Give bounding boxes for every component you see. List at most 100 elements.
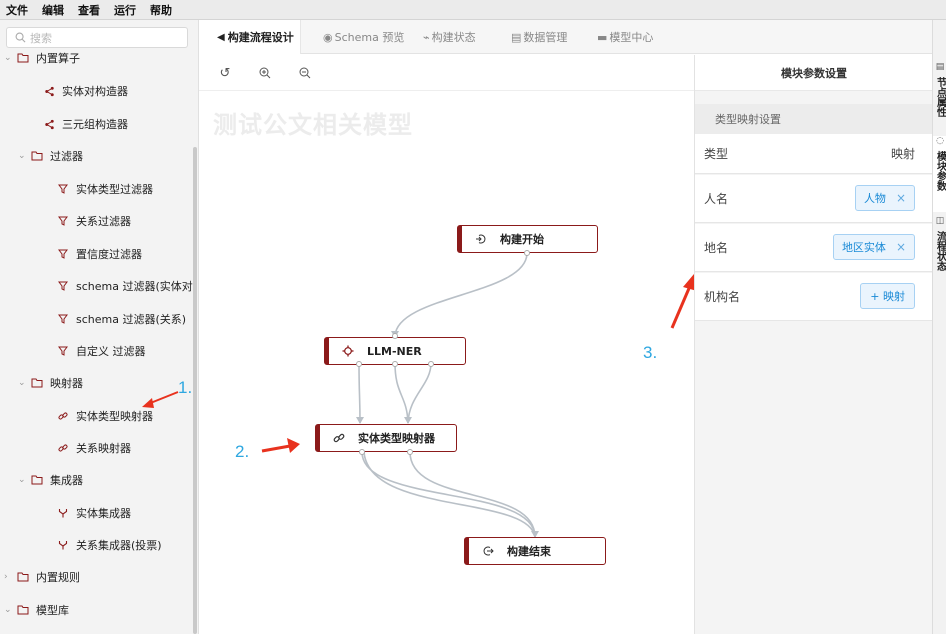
tree-folder-filters[interactable]: ⌄ 过滤器: [18, 146, 83, 166]
tree-item-relation-mapper[interactable]: 关系映射器: [56, 438, 131, 458]
tree-item-custom-filter[interactable]: 自定义 过滤器: [56, 341, 146, 361]
eye-icon: ◉: [323, 30, 333, 44]
tree-item-relation-integrator-vote[interactable]: 关系集成器(投票): [56, 535, 162, 555]
filter-icon: [56, 280, 70, 292]
annotation-3: 3.: [643, 343, 658, 362]
tree-label: 三元组构造器: [62, 118, 128, 131]
gear-icon: [341, 344, 355, 358]
tree-label: 关系映射器: [76, 442, 131, 455]
tag-label: 人物: [863, 192, 886, 205]
tree-folder-mappers[interactable]: ⌄ 映射器: [18, 373, 83, 393]
filter-icon: [56, 313, 70, 325]
folder-open-icon: [16, 604, 30, 616]
port-out[interactable]: [359, 449, 365, 455]
flow-canvas[interactable]: ↺ 测试公文相关模型 构建开始 LL: [199, 55, 694, 634]
sidebar-scrollbar[interactable]: [193, 147, 197, 634]
chevron-down-icon: ⌄: [18, 378, 26, 388]
button-label: + 映射: [870, 290, 905, 303]
tree-item-relation-filter[interactable]: 关系过滤器: [56, 211, 131, 231]
tab-build-flow-design[interactable]: ◀ 构建流程设计: [199, 20, 301, 54]
tab-label: 模型中心: [609, 31, 654, 44]
search-input[interactable]: 搜索: [6, 27, 188, 48]
filter-icon: [56, 345, 70, 357]
tree-item-entity-type-filter[interactable]: 实体类型过滤器: [56, 179, 153, 199]
menu-help[interactable]: 帮助: [150, 3, 172, 17]
tree-label: 实体对构造器: [62, 85, 128, 98]
row-value: 映射: [890, 147, 915, 161]
node-label: 实体类型映射器: [358, 432, 435, 445]
zoom-in-icon[interactable]: [257, 65, 273, 81]
row-place-name: 地名 地区实体 ×: [695, 224, 933, 272]
close-icon[interactable]: ×: [895, 240, 906, 254]
tree-item-entity-pair-builder[interactable]: 实体对构造器: [42, 81, 128, 101]
menu-view[interactable]: 查看: [78, 3, 100, 17]
menu-file[interactable]: 文件: [6, 3, 28, 17]
folder-icon: [16, 571, 30, 583]
vtab-node-props[interactable]: ▤ 节点属性: [933, 62, 946, 132]
zoom-out-icon[interactable]: [297, 65, 313, 81]
close-icon[interactable]: ×: [895, 191, 906, 205]
tab-schema-preview[interactable]: ◉ Schema 预览: [323, 20, 404, 54]
edge-arrowhead: [356, 417, 364, 424]
chat-icon: ◌: [936, 136, 944, 146]
search-placeholder: 搜索: [30, 31, 52, 45]
section-type-mapping: 类型映射设置: [695, 104, 933, 134]
start-icon: [474, 232, 488, 246]
tree-item-triple-builder[interactable]: 三元组构造器: [42, 114, 128, 134]
canvas-toolbar: ↺: [199, 55, 694, 91]
tree-label: 模型库: [36, 604, 69, 617]
tree-item-confidence-filter[interactable]: 置信度过滤器: [56, 244, 142, 264]
tree-item-schema-filter-relation[interactable]: schema 过滤器(关系): [56, 309, 186, 329]
undo-icon[interactable]: ↺: [219, 65, 231, 81]
monitor-icon: ▬: [597, 30, 608, 44]
tree-label: 映射器: [50, 377, 83, 390]
port-in[interactable]: [392, 333, 398, 339]
node-label: 构建开始: [500, 233, 544, 246]
row-person-name: 人名 人物 ×: [695, 175, 933, 223]
tree-item-entity-type-mapper[interactable]: 实体类型映射器: [56, 406, 153, 426]
merge-icon: [56, 539, 70, 551]
tree-folder-integrators[interactable]: ⌄ 集成器: [18, 470, 83, 490]
row-label: 机构名: [704, 290, 741, 304]
port-out[interactable]: [407, 449, 413, 455]
tree-folder-model-library[interactable]: ⌄ 模型库: [4, 600, 69, 620]
menu-run[interactable]: 运行: [114, 3, 136, 17]
tab-data-management[interactable]: ▤ 数据管理: [511, 20, 567, 54]
port-out[interactable]: [356, 361, 362, 367]
tree-label: schema 过滤器(关系): [76, 313, 187, 326]
tree-folder-builtin-rules[interactable]: › 内置规则: [4, 567, 80, 587]
chevron-down-icon: ⌄: [18, 475, 26, 485]
port-out[interactable]: [524, 250, 530, 256]
wave-icon: ⌁: [423, 30, 430, 44]
node-entity-type-mapper[interactable]: 实体类型映射器: [315, 424, 457, 452]
add-mapping-button[interactable]: + 映射: [860, 283, 915, 309]
tree-label: 关系过滤器: [76, 215, 131, 228]
vtab-module-params[interactable]: ◌ 模块参数: [933, 136, 946, 212]
tree-item-entity-integrator[interactable]: 实体集成器: [56, 503, 131, 523]
tree-item-schema-filter-pair[interactable]: schema 过滤器(实体对): [56, 276, 197, 296]
row-type-header: 类型 映射: [695, 134, 933, 174]
merge-icon: [56, 507, 70, 519]
doc-icon: ▤: [511, 30, 522, 44]
tree-label: 内置算子: [36, 52, 80, 65]
menu-edit[interactable]: 编辑: [42, 3, 64, 17]
tab-build-status[interactable]: ⌁ 构建状态: [423, 20, 476, 54]
node-build-end[interactable]: 构建结束: [464, 537, 606, 565]
port-out[interactable]: [392, 361, 398, 367]
edge-ner-to-mapper-b: [394, 362, 409, 424]
tab-label: 构建状态: [431, 31, 476, 44]
tree-folder-builtin-ops[interactable]: ⌄ 内置算子: [4, 48, 80, 68]
tab-label: 数据管理: [523, 31, 568, 44]
chevron-right-icon: ›: [4, 572, 8, 582]
mapping-tag[interactable]: 人物 ×: [854, 185, 915, 211]
row-label: 地名: [704, 241, 729, 255]
tree-label: 内置规则: [36, 571, 80, 584]
tab-model-center[interactable]: ▬ 模型中心: [597, 20, 653, 54]
vtab-flow-status[interactable]: ◫ 流程状态: [933, 216, 946, 292]
node-build-start[interactable]: 构建开始: [457, 225, 598, 253]
mapping-tag[interactable]: 地区实体 ×: [832, 234, 915, 260]
edge-mapper-to-end-b: [409, 451, 536, 538]
link-icon: [332, 431, 346, 445]
tab-label: Schema 预览: [334, 31, 405, 44]
port-out[interactable]: [428, 361, 434, 367]
